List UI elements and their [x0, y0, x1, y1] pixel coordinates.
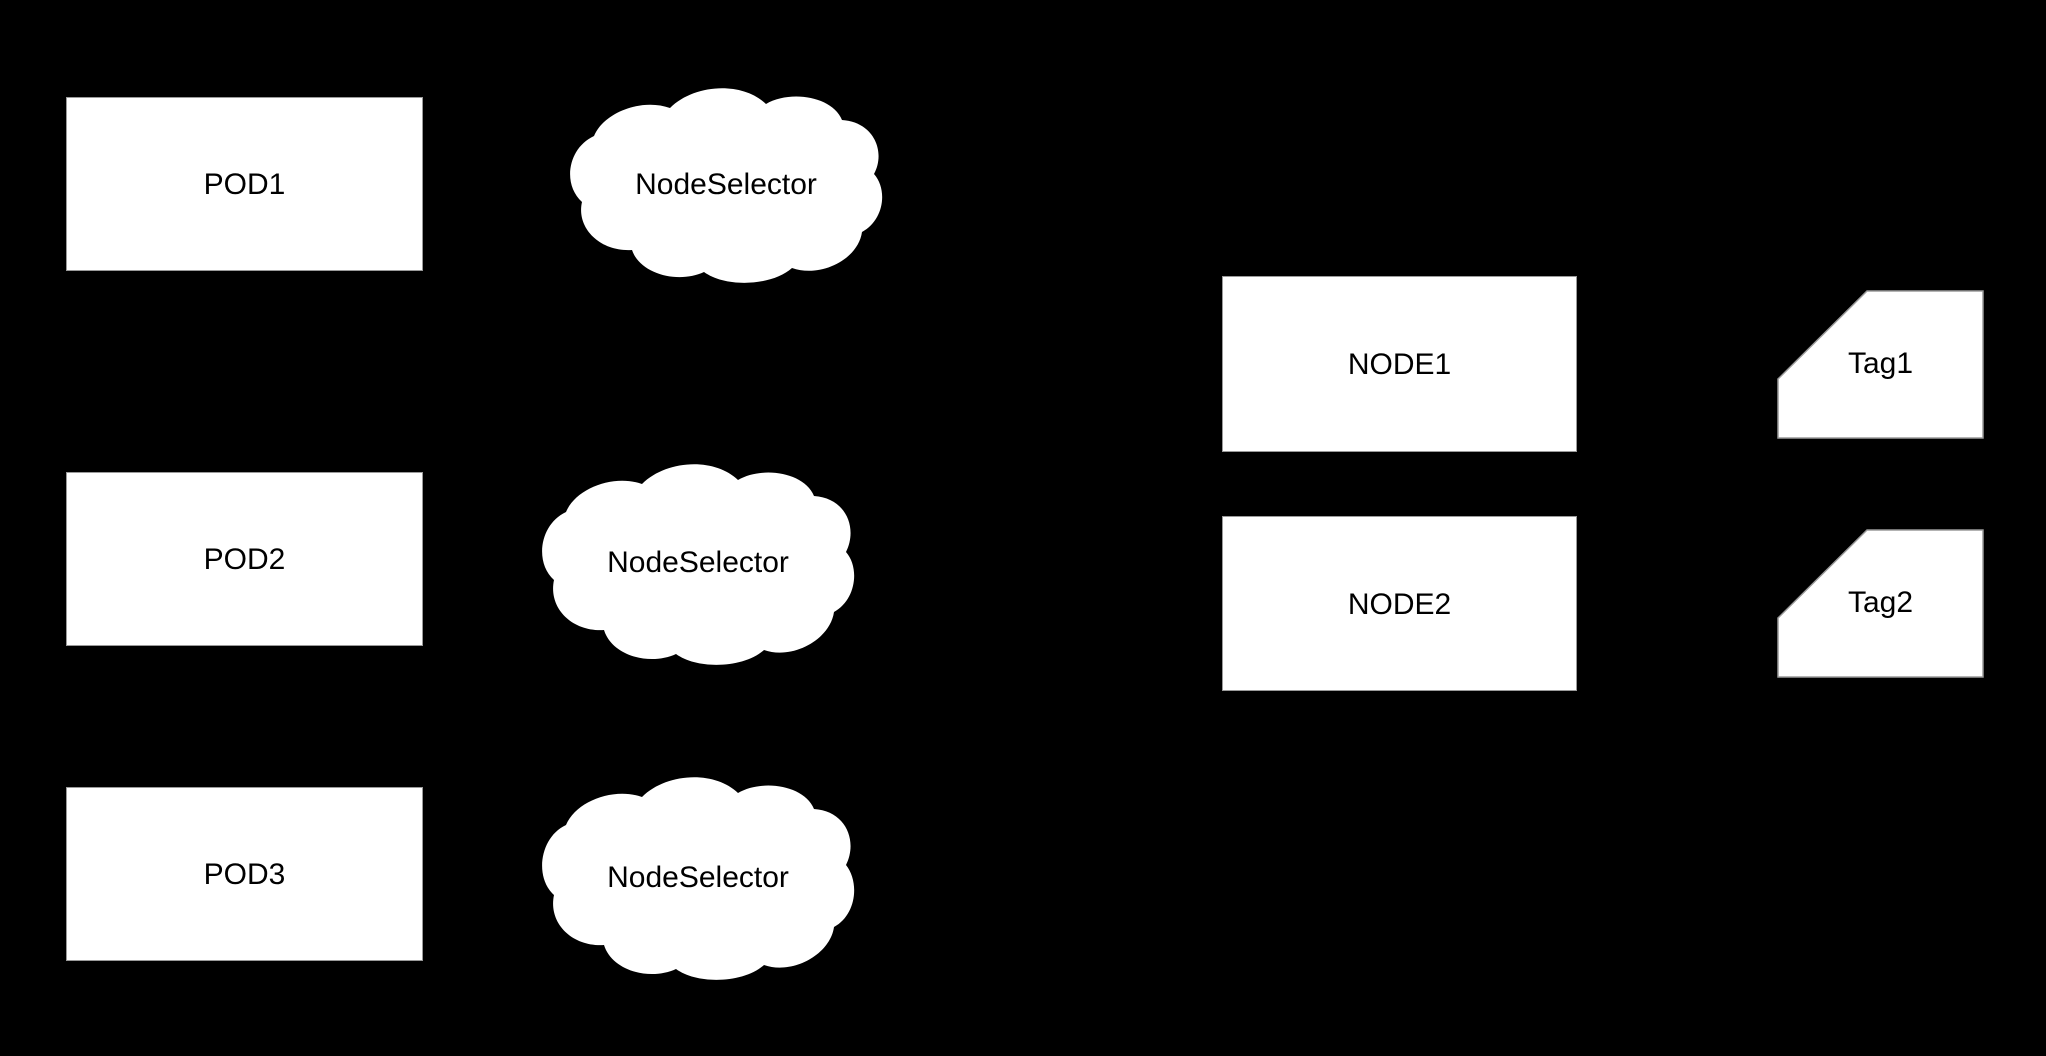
node2-box[interactable]: NODE2 [1222, 516, 1577, 691]
pod2-label: POD2 [203, 543, 286, 576]
cloud-icon [570, 88, 883, 283]
nodeselector-1-label: NodeSelector [635, 168, 817, 201]
pod3-label: POD3 [203, 858, 286, 891]
cloud-icon [542, 777, 855, 980]
pod3-box[interactable]: POD3 [66, 787, 423, 961]
tag1-label: Tag1 [1847, 347, 1914, 380]
tag2-shape[interactable]: Tag2 [1777, 529, 1984, 678]
tag2-label: Tag2 [1847, 586, 1914, 619]
pod1-box[interactable]: POD1 [66, 97, 423, 271]
node1-box[interactable]: NODE1 [1222, 276, 1577, 452]
nodeselector-3-cloud[interactable]: NodeSelector [538, 773, 858, 983]
cut-corner-rectangle-icon [1777, 290, 1984, 439]
pod1-label: POD1 [203, 168, 286, 201]
nodeselector-2-cloud[interactable]: NodeSelector [538, 460, 858, 668]
nodeselector-2-label: NodeSelector [607, 546, 789, 579]
cloud-icon [542, 464, 855, 665]
cut-corner-rectangle-icon [1777, 529, 1984, 678]
nodeselector-1-cloud[interactable]: NodeSelector [566, 86, 886, 286]
tag1-shape[interactable]: Tag1 [1777, 290, 1984, 439]
nodeselector-3-label: NodeSelector [607, 861, 789, 894]
node1-label: NODE1 [1347, 348, 1452, 381]
pod2-box[interactable]: POD2 [66, 472, 423, 646]
node2-label: NODE2 [1347, 588, 1452, 621]
